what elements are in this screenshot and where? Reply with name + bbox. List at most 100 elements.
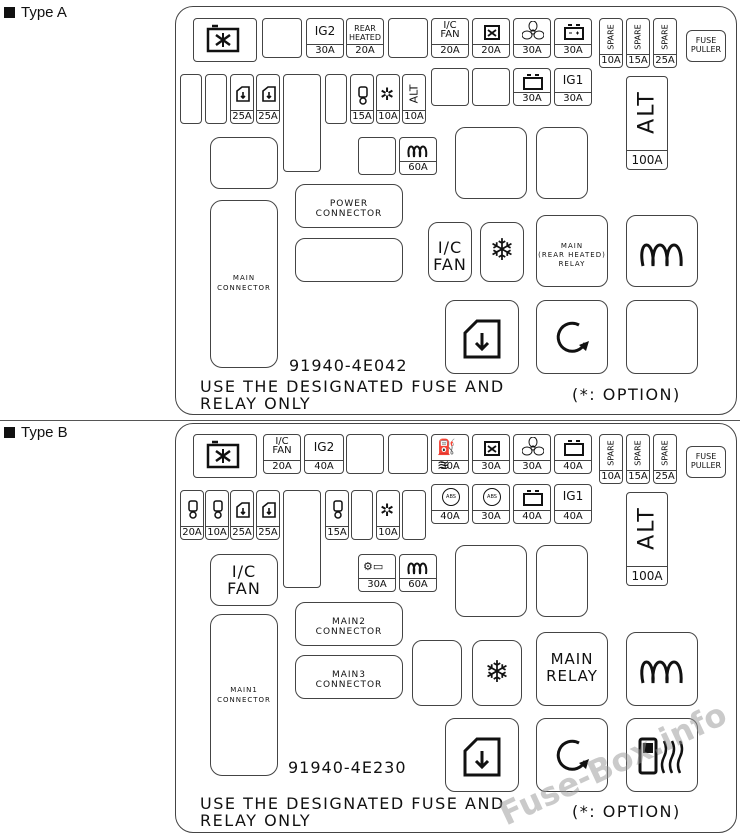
engine-icon: ⚙▭: [363, 560, 384, 573]
type-a-fuse-power-window-2: 25A: [256, 74, 280, 124]
type-a-battery-relay: [193, 18, 257, 62]
type-b-fuel-heater-relay: [626, 718, 698, 792]
type-b-fuse-20a: 20A: [180, 490, 204, 540]
battery-window-icon: [206, 440, 240, 469]
type-b-fuse-10a-1: 10A: [205, 490, 229, 540]
window-defog-icon: [484, 441, 500, 456]
divider: [0, 420, 740, 421]
power-window-icon: [236, 86, 250, 102]
type-a-main-connector: MAIN CONNECTOR: [210, 200, 278, 368]
type-b-power-window-relay: [445, 718, 519, 792]
battery-icon: [564, 440, 584, 456]
type-b-main2-connector: MAIN2 CONNECTOR: [295, 602, 403, 646]
gear-icon: ✲: [380, 501, 395, 521]
type-a-empty-slot: [325, 74, 347, 124]
coil-icon: [640, 660, 683, 684]
type-b-fuse-fan: 30A: [513, 434, 551, 474]
type-a-relay-slot: [536, 127, 588, 199]
battery-icon: [564, 24, 584, 40]
type-a-heading: Type A: [4, 4, 67, 21]
type-b-fuse-puller[interactable]: FUSE PULLER: [686, 446, 726, 478]
type-a-fuse-puller[interactable]: FUSE PULLER: [686, 30, 726, 62]
battery-icon: [523, 74, 543, 90]
type-a-fuse-window: 20A: [472, 18, 510, 58]
type-b-fuse-30a: ⚙▭30A: [358, 554, 396, 592]
power-window-icon: [262, 502, 276, 518]
type-a-empty-slot: [262, 18, 302, 58]
power-window-icon: [236, 502, 250, 518]
fan-icon: [522, 21, 544, 40]
coil-icon: [407, 562, 428, 575]
window-defog-icon: [484, 25, 500, 40]
type-a-fuse-battery-2: 30A: [513, 68, 551, 106]
battery-icon: [523, 490, 543, 506]
type-b-empty-slot: [346, 434, 384, 474]
type-a-empty-slot: [431, 68, 469, 106]
type-b-empty-slot: [402, 490, 426, 540]
type-a-ic-fan-relay: I/C FAN: [428, 222, 472, 282]
type-b-note: USE THE DESIGNATED FUSE AND RELAY ONLY: [200, 794, 505, 830]
type-b-tall-slot: [283, 490, 321, 588]
fuel-heater-icon: [638, 737, 684, 775]
type-a-power-window-relay: [445, 300, 519, 374]
type-b-fuse-15a: 15A: [325, 490, 349, 540]
type-b-fuse-60a: 60A: [399, 554, 437, 592]
type-b-heading: Type B: [4, 424, 68, 441]
snowflake-icon: ❄: [484, 655, 510, 690]
coil-icon: [640, 243, 683, 267]
type-b-empty-slot: [388, 434, 428, 474]
type-b-circulation-relay: [536, 718, 608, 792]
type-b-option: (*: OPTION): [572, 802, 681, 821]
sensor-icon: [188, 500, 198, 519]
type-a-fuse-gear: ✲10A: [376, 74, 400, 124]
battery-window-icon: [206, 24, 240, 53]
type-a-tall-slot: [283, 74, 321, 172]
type-a-relay-slot: [626, 300, 698, 374]
sensor-icon: [213, 500, 223, 519]
type-a-empty-slot: [388, 18, 428, 58]
type-a-empty-slot: [358, 137, 396, 175]
power-window-icon: [463, 319, 501, 359]
type-b-main-relay: MAIN RELAY: [536, 632, 608, 706]
type-b-fuse-power-window-1: 25A: [230, 490, 254, 540]
type-a-power-connector: POWER CONNECTOR: [295, 184, 403, 228]
sensor-icon: [333, 500, 343, 519]
power-window-icon: [463, 737, 501, 777]
type-a-fuse-fan: 30A: [513, 18, 551, 58]
type-b-relay-slot: [455, 545, 527, 617]
type-a-circulation-relay: [536, 300, 608, 374]
type-b-main3-connector: MAIN3 CONNECTOR: [295, 655, 403, 699]
sensor-icon: [358, 86, 368, 105]
type-a-fuse-power-window-1: 25A: [230, 74, 254, 124]
recirculation-icon: [556, 739, 589, 771]
type-b-fuse-power-window-2: 25A: [256, 490, 280, 540]
type-b-relay-slot: [536, 545, 588, 617]
type-b-fuse-window: 30A: [472, 434, 510, 474]
type-a-relay-slot: [455, 127, 527, 199]
type-b-relay-slot: [412, 640, 462, 706]
type-a-fuse-battery: 30A: [554, 18, 592, 58]
square-bullet-icon: [4, 7, 15, 18]
square-bullet-icon: [4, 427, 15, 438]
type-b-empty-slot: [351, 490, 373, 540]
type-a-main-rear-heated-relay: MAIN (REAR HEATED) RELAY: [536, 215, 608, 287]
gear-icon: ✲: [380, 85, 395, 105]
type-b-ac-relay: ❄: [472, 640, 522, 706]
type-a-ac-relay: ❄: [480, 222, 524, 282]
fan-icon: [522, 437, 544, 456]
type-a-coil-relay: [626, 215, 698, 287]
type-b-part-number: 91940-4E230: [288, 758, 407, 777]
type-a-connector-slot: [295, 238, 403, 282]
